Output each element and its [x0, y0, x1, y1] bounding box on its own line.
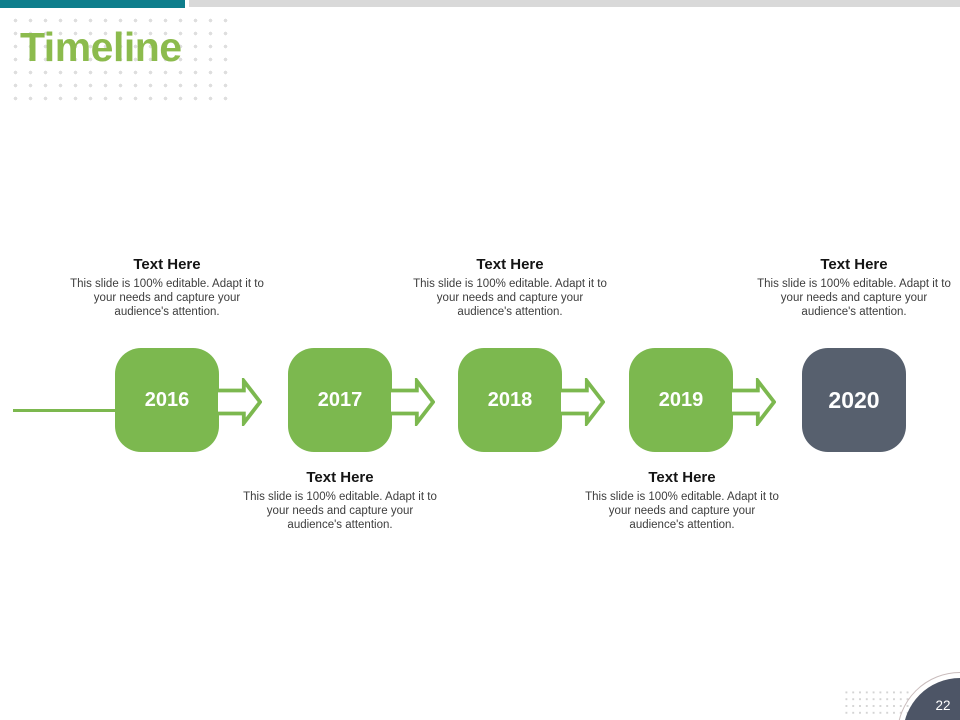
top-accent-bar-teal: [0, 0, 185, 8]
caption-body: This slide is 100% editable. Adapt it to…: [70, 278, 264, 318]
milestone-2020[interactable]: 2020: [802, 348, 906, 452]
caption-body: This slide is 100% editable. Adapt it to…: [413, 278, 607, 318]
caption-heading: Text Here: [648, 469, 716, 486]
arrow-right-icon: [391, 375, 436, 429]
milestone-year-label: 2019: [658, 388, 704, 411]
caption-above-2020[interactable]: Text Here This slide is 100% editable. A…: [754, 256, 954, 319]
timeline-lead-line: [13, 409, 116, 412]
caption-above-2018[interactable]: Text Here This slide is 100% editable. A…: [410, 256, 610, 319]
caption-body: This slide is 100% editable. Adapt it to…: [585, 491, 779, 531]
caption-above-2016[interactable]: Text Here This slide is 100% editable. A…: [67, 256, 267, 319]
arrow-right-icon: [561, 375, 606, 429]
dot-pattern-bottom-right: [843, 689, 911, 716]
milestone-year-label: 2020: [828, 386, 880, 413]
slide-title[interactable]: Timeline: [20, 24, 182, 70]
dot-pattern-top-left: [4, 12, 236, 104]
arrow-right-icon: [218, 375, 263, 429]
milestone-2016[interactable]: 2016: [115, 348, 219, 452]
page-number: 22: [935, 698, 951, 713]
milestone-year-label: 2017: [317, 388, 363, 411]
caption-heading: Text Here: [133, 256, 201, 273]
milestone-2018[interactable]: 2018: [458, 348, 562, 452]
milestone-year-label: 2018: [487, 388, 533, 411]
milestone-year-label: 2016: [144, 388, 190, 411]
caption-body: This slide is 100% editable. Adapt it to…: [243, 491, 437, 531]
arrow-right-icon: [732, 375, 777, 429]
milestone-2017[interactable]: 2017: [288, 348, 392, 452]
top-accent-bar-gray: [189, 0, 960, 7]
caption-heading: Text Here: [476, 256, 544, 273]
caption-body: This slide is 100% editable. Adapt it to…: [757, 278, 951, 318]
caption-below-2019[interactable]: Text Here This slide is 100% editable. A…: [582, 469, 782, 532]
caption-heading: Text Here: [820, 256, 888, 273]
milestone-2019[interactable]: 2019: [629, 348, 733, 452]
caption-below-2017[interactable]: Text Here This slide is 100% editable. A…: [240, 469, 440, 532]
caption-heading: Text Here: [306, 469, 374, 486]
